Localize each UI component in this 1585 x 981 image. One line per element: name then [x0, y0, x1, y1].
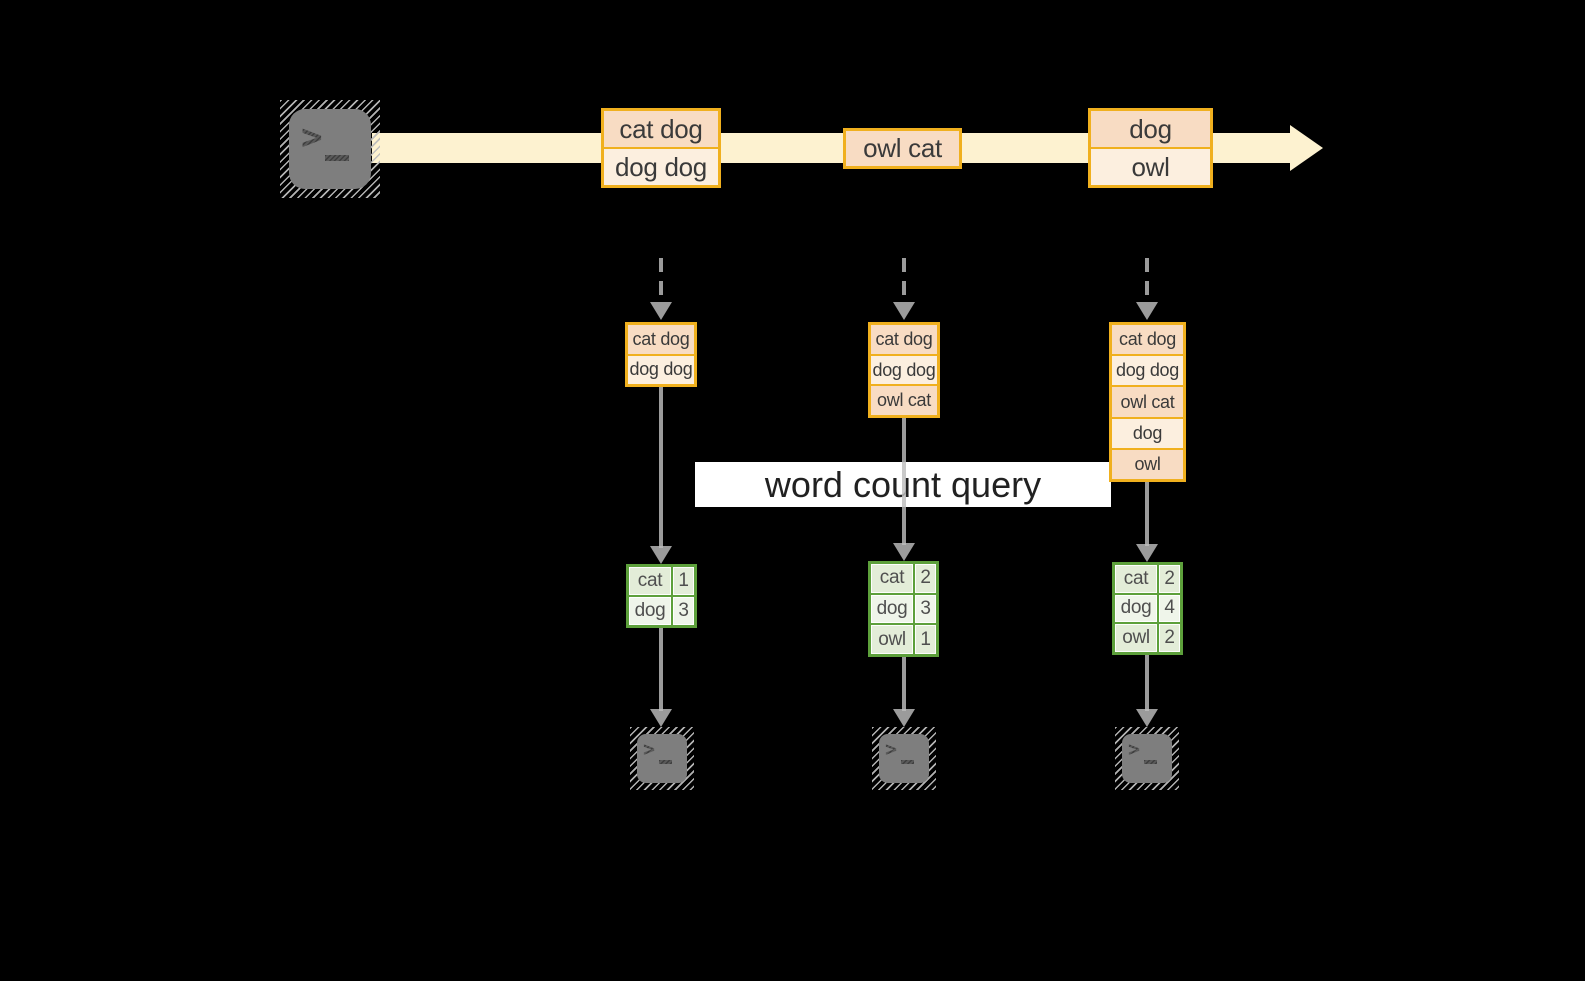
- arrow-head-icon: [893, 543, 915, 561]
- arrow-head-icon: [893, 302, 915, 320]
- count-cell: 3: [915, 594, 936, 624]
- stack-row: cat dog: [628, 325, 694, 354]
- arrow-head-icon: [1136, 302, 1158, 320]
- terminal-cursor-icon: [659, 760, 672, 764]
- stack-row: cat dog: [871, 325, 937, 354]
- terminal-screen: >: [879, 734, 929, 783]
- stack-row: owl cat: [871, 384, 937, 416]
- terminal-screen: >: [289, 109, 371, 189]
- record-line: owl: [1091, 147, 1210, 185]
- count-cell: 2: [1159, 624, 1180, 652]
- terminal-cursor-icon: [325, 155, 349, 161]
- arrow-head-icon: [1136, 544, 1158, 562]
- stack-row: cat dog: [1112, 325, 1183, 355]
- terminal-cursor-icon: [1144, 760, 1157, 764]
- input-stack-3: cat dog dog dog owl cat dog owl: [1109, 322, 1186, 482]
- sink-terminal-icon-2: >: [872, 727, 936, 790]
- word-cell: cat: [871, 564, 913, 593]
- stack-row: owl cat: [1112, 385, 1183, 417]
- word-cell: dog: [1115, 594, 1157, 623]
- state-to-result-arrow-1: [659, 387, 663, 548]
- count-cell: 3: [673, 597, 694, 625]
- terminal-prompt-icon: >: [301, 117, 323, 158]
- terminal-prompt-icon: >: [1128, 737, 1140, 761]
- source-terminal-icon: >: [280, 100, 380, 198]
- count-cell: 2: [915, 564, 936, 593]
- record-line: owl cat: [846, 131, 959, 166]
- result-to-sink-arrow-2: [902, 657, 906, 711]
- result-table-2: cat 2 dog 3 owl 1: [868, 561, 939, 657]
- stream-record-3: dog owl: [1088, 108, 1213, 188]
- record-line: dog: [1091, 111, 1210, 147]
- count-cell: 4: [1159, 594, 1180, 623]
- terminal-cursor-icon: [901, 760, 914, 764]
- count-cell: 2: [1159, 565, 1180, 593]
- arrow-head-icon: [650, 546, 672, 564]
- state-to-result-arrow-2: [902, 418, 906, 545]
- stack-row: dog dog: [628, 353, 694, 384]
- stream-record-1: cat dog dog dog: [601, 108, 721, 188]
- count-cell: 1: [915, 625, 936, 654]
- stream-record-2: owl cat: [843, 128, 962, 169]
- word-cell: owl: [871, 625, 913, 654]
- arrow-head-icon: [650, 302, 672, 320]
- terminal-screen: >: [637, 734, 687, 783]
- stack-row: dog: [1112, 416, 1183, 448]
- stack-row: dog dog: [871, 353, 937, 385]
- stack-row: owl: [1112, 447, 1183, 480]
- input-stack-2: cat dog dog dog owl cat: [868, 322, 940, 418]
- result-table-1: cat 1 dog 3: [626, 564, 697, 628]
- stream-to-state-arrow-1: [659, 258, 663, 304]
- terminal-screen: >: [1122, 734, 1172, 783]
- terminal-prompt-icon: >: [885, 737, 897, 761]
- stream-arrow-head-icon: [1290, 125, 1323, 171]
- result-to-sink-arrow-1: [659, 628, 663, 711]
- arrow-head-icon: [893, 709, 915, 727]
- sink-terminal-icon-1: >: [630, 727, 694, 790]
- sink-terminal-icon-3: >: [1115, 727, 1179, 790]
- stream-to-state-arrow-2: [902, 258, 906, 304]
- stack-row: dog dog: [1112, 354, 1183, 386]
- word-cell: dog: [629, 597, 671, 625]
- terminal-prompt-icon: >: [643, 737, 655, 761]
- word-cell: cat: [629, 567, 671, 595]
- result-table-3: cat 2 dog 4 owl 2: [1112, 562, 1183, 655]
- word-cell: cat: [1115, 565, 1157, 593]
- arrow-head-icon: [1136, 709, 1158, 727]
- word-cell: owl: [1115, 624, 1157, 652]
- result-to-sink-arrow-3: [1145, 655, 1149, 711]
- stream-to-state-arrow-3: [1145, 258, 1149, 304]
- state-to-result-arrow-3: [1145, 482, 1149, 546]
- count-cell: 1: [673, 567, 694, 595]
- arrow-head-icon: [650, 709, 672, 727]
- word-cell: dog: [871, 594, 913, 624]
- record-line: cat dog: [604, 111, 718, 147]
- record-line: dog dog: [604, 147, 718, 185]
- input-stack-1: cat dog dog dog: [625, 322, 697, 387]
